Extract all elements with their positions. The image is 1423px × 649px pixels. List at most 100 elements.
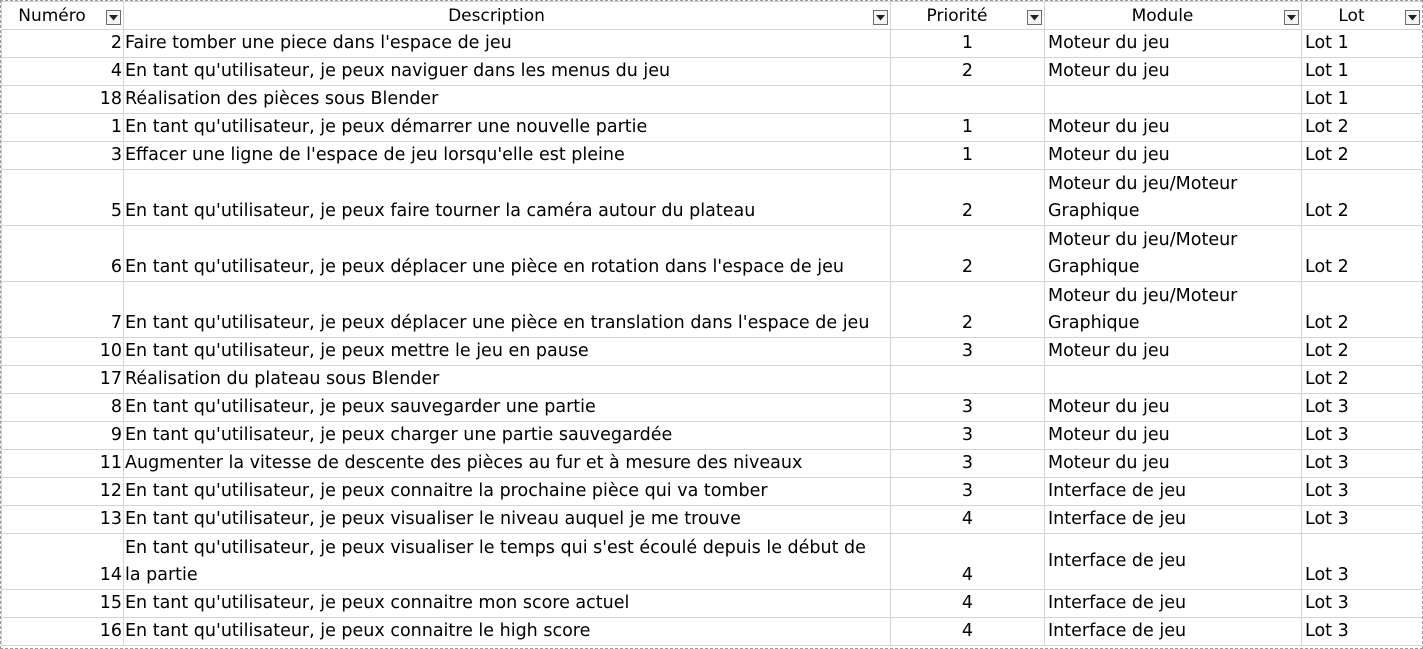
cell-priorite[interactable]	[890, 85, 1045, 114]
cell-lot[interactable]: Lot 3	[1301, 449, 1422, 478]
cell-description[interactable]: En tant qu'utilisateur, je peux démarrer…	[123, 113, 891, 142]
cell-lot[interactable]: Lot 2	[1301, 169, 1422, 226]
cell-numero[interactable]: 9	[1, 421, 124, 450]
cell-module[interactable]: Interface de jeu	[1044, 477, 1302, 506]
cell-priorite[interactable]: 3	[890, 477, 1045, 506]
cell-module[interactable]: Moteur du jeu	[1044, 393, 1302, 422]
cell-description[interactable]: En tant qu'utilisateur, je peux connaitr…	[123, 477, 891, 506]
cell-lot[interactable]: Lot 1	[1301, 57, 1422, 86]
cell-priorite[interactable]: 3	[890, 393, 1045, 422]
cell-module[interactable]: Moteur du jeu/Moteur Graphique	[1044, 281, 1302, 338]
cell-lot[interactable]: Lot 3	[1301, 421, 1422, 450]
filter-dropdown-description[interactable]	[873, 10, 888, 25]
cell-priorite[interactable]: 3	[890, 421, 1045, 450]
cell-numero[interactable]: 14	[1, 533, 124, 590]
cell-description[interactable]: En tant qu'utilisateur, je peux faire to…	[123, 169, 891, 226]
cell-priorite[interactable]: 2	[890, 57, 1045, 86]
cell-numero[interactable]: 8	[1, 393, 124, 422]
cell-lot[interactable]: Lot 2	[1301, 141, 1422, 170]
cell-module[interactable]: Interface de jeu	[1044, 505, 1302, 534]
cell-numero[interactable]: 15	[1, 589, 124, 618]
cell-numero[interactable]: 4	[1, 57, 124, 86]
cell-module[interactable]: Moteur du jeu	[1044, 337, 1302, 366]
cell-description[interactable]: En tant qu'utilisateur, je peux déplacer…	[123, 281, 891, 338]
cell-numero[interactable]: 12	[1, 477, 124, 506]
cell-description[interactable]: En tant qu'utilisateur, je peux déplacer…	[123, 225, 891, 282]
filter-dropdown-lot[interactable]	[1405, 10, 1420, 25]
cell-lot[interactable]: Lot 2	[1301, 113, 1422, 142]
header-label: Lot	[1338, 5, 1365, 26]
cell-numero[interactable]: 18	[1, 85, 124, 114]
cell-module[interactable]	[1044, 365, 1302, 394]
filter-dropdown-numero[interactable]	[106, 10, 121, 25]
cell-numero[interactable]: 6	[1, 225, 124, 282]
cell-numero[interactable]: 2	[1, 29, 124, 58]
cell-numero[interactable]: 5	[1, 169, 124, 226]
cell-lot[interactable]: Lot 1	[1301, 85, 1422, 114]
table-row: 15 En tant qu'utilisateur, je peux conna…	[1, 589, 1422, 618]
filter-dropdown-module[interactable]	[1284, 10, 1299, 25]
cell-description[interactable]: Réalisation du plateau sous Blender	[123, 365, 891, 394]
cell-priorite[interactable]: 3	[890, 337, 1045, 366]
cell-lot[interactable]: Lot 2	[1301, 337, 1422, 366]
cell-module[interactable]: Interface de jeu	[1044, 533, 1302, 590]
cell-description[interactable]: En tant qu'utilisateur, je peux charger …	[123, 421, 891, 450]
cell-priorite[interactable]: 1	[890, 29, 1045, 58]
cell-module[interactable]: Interface de jeu	[1044, 617, 1302, 646]
cell-lot[interactable]: Lot 3	[1301, 617, 1422, 646]
cell-description[interactable]: Effacer une ligne de l'espace de jeu lor…	[123, 141, 891, 170]
cell-priorite[interactable]: 4	[890, 505, 1045, 534]
cell-numero[interactable]: 16	[1, 617, 124, 646]
cell-description[interactable]: En tant qu'utilisateur, je peux connaitr…	[123, 617, 891, 646]
cell-lot[interactable]: Lot 3	[1301, 393, 1422, 422]
cell-description[interactable]: Faire tomber une piece dans l'espace de …	[123, 29, 891, 58]
cell-priorite[interactable]: 3	[890, 449, 1045, 478]
cell-numero[interactable]: 11	[1, 449, 124, 478]
cell-numero[interactable]: 7	[1, 281, 124, 338]
cell-lot[interactable]: Lot 1	[1301, 29, 1422, 58]
cell-description[interactable]: En tant qu'utilisateur, je peux connaitr…	[123, 589, 891, 618]
cell-priorite[interactable]: 2	[890, 225, 1045, 282]
header-label: Module	[1131, 5, 1194, 26]
cell-module[interactable]: Moteur du jeu	[1044, 113, 1302, 142]
cell-lot[interactable]: Lot 3	[1301, 533, 1422, 590]
cell-priorite[interactable]	[890, 365, 1045, 394]
filter-dropdown-priorite[interactable]	[1027, 10, 1042, 25]
cell-priorite[interactable]: 4	[890, 533, 1045, 590]
cell-module[interactable]: Interface de jeu	[1044, 589, 1302, 618]
cell-description[interactable]: Réalisation des pièces sous Blender	[123, 85, 891, 114]
cell-module[interactable]: Moteur du jeu	[1044, 449, 1302, 478]
cell-description[interactable]: En tant qu'utilisateur, je peux visualis…	[123, 533, 891, 590]
cell-description[interactable]: En tant qu'utilisateur, je peux naviguer…	[123, 57, 891, 86]
cell-module[interactable]: Moteur du jeu/Moteur Graphique	[1044, 169, 1302, 226]
cell-numero[interactable]: 1	[1, 113, 124, 142]
cell-numero[interactable]: 17	[1, 365, 124, 394]
cell-description[interactable]: En tant qu'utilisateur, je peux mettre l…	[123, 337, 891, 366]
cell-module[interactable]: Moteur du jeu	[1044, 421, 1302, 450]
cell-lot[interactable]: Lot 2	[1301, 365, 1422, 394]
cell-description[interactable]: Augmenter la vitesse de descente des piè…	[123, 449, 891, 478]
cell-lot[interactable]: Lot 3	[1301, 477, 1422, 506]
dropdown-arrow-icon	[1030, 14, 1039, 20]
cell-module[interactable]: Moteur du jeu/Moteur Graphique	[1044, 225, 1302, 282]
cell-numero[interactable]: 13	[1, 505, 124, 534]
cell-priorite[interactable]: 4	[890, 617, 1045, 646]
cell-description[interactable]: En tant qu'utilisateur, je peux visualis…	[123, 505, 891, 534]
cell-priorite[interactable]: 1	[890, 113, 1045, 142]
cell-lot[interactable]: Lot 2	[1301, 225, 1422, 282]
cell-priorite[interactable]: 2	[890, 281, 1045, 338]
cell-lot[interactable]: Lot 3	[1301, 589, 1422, 618]
cell-module[interactable]	[1044, 85, 1302, 114]
cell-module[interactable]: Moteur du jeu	[1044, 29, 1302, 58]
cell-priorite[interactable]: 1	[890, 141, 1045, 170]
table-row: 2 Faire tomber une piece dans l'espace d…	[1, 29, 1422, 58]
cell-priorite[interactable]: 2	[890, 169, 1045, 226]
cell-numero[interactable]: 10	[1, 337, 124, 366]
cell-lot[interactable]: Lot 3	[1301, 505, 1422, 534]
cell-module[interactable]: Moteur du jeu	[1044, 57, 1302, 86]
cell-priorite[interactable]: 4	[890, 589, 1045, 618]
cell-module[interactable]: Moteur du jeu	[1044, 141, 1302, 170]
cell-numero[interactable]: 3	[1, 141, 124, 170]
cell-lot[interactable]: Lot 2	[1301, 281, 1422, 338]
cell-description[interactable]: En tant qu'utilisateur, je peux sauvegar…	[123, 393, 891, 422]
